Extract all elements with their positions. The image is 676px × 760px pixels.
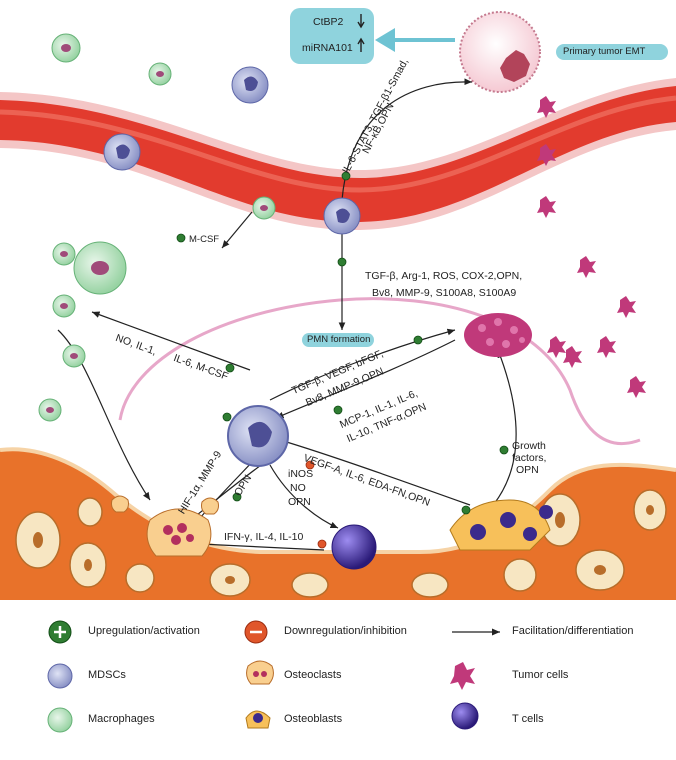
legend-t-cells: T cells <box>512 713 544 725</box>
legend-mdscs: MDSCs <box>88 669 126 681</box>
t-cell <box>331 524 377 570</box>
mcsf-label: M-CSF <box>189 234 220 245</box>
legend-icons <box>47 620 500 733</box>
tgf-line2: Bv8, MMP-9, S100A8, S100A9 <box>372 287 517 299</box>
ifn-label: IFN-γ, IL-4, IL-10 <box>224 531 304 543</box>
growth-line2: factors, <box>512 452 547 464</box>
no-label: NO <box>290 482 306 494</box>
inos-label: iNOS <box>288 468 314 480</box>
mirna101-label: miRNA101 <box>302 42 353 54</box>
legend-osteoclasts: Osteoclasts <box>284 669 342 681</box>
ctbp2-arrows <box>357 14 365 52</box>
macrophage-nuclei <box>46 44 268 413</box>
osteoclast-cells <box>111 495 219 557</box>
pmn-pill <box>302 333 374 347</box>
tumor-cluster <box>464 313 532 357</box>
bone-region <box>0 447 676 600</box>
osteoblast-cells <box>449 499 553 551</box>
arrows <box>57 78 517 551</box>
legend-downregulation: Downregulation/inhibition <box>284 625 407 637</box>
opn2-label: OPN <box>288 496 311 508</box>
legend-osteoblasts: Osteoblasts <box>284 713 343 725</box>
ctbp2-box <box>290 8 374 64</box>
mdsc-cells <box>103 66 361 467</box>
pmn-label: PMN formation <box>307 334 371 345</box>
tissue-membrane <box>118 297 641 446</box>
legend-tumor-cells: Tumor cells <box>512 669 569 681</box>
tgf-line1: TGF-β, Arg-1, ROS, COX-2,OPN, <box>365 270 523 282</box>
growth-line1: Growth <box>512 440 546 452</box>
tumor-cells <box>537 96 646 398</box>
primary-tumor <box>459 11 541 93</box>
growth-line3: OPN <box>516 464 539 476</box>
primary-tumor-label-pill <box>556 44 668 60</box>
legend-upregulation: Upregulation/activation <box>88 625 200 637</box>
legend-facilitation: Facilitation/differentiation <box>512 625 634 637</box>
primary-tumor-label: Primary tumor EMT <box>563 46 646 57</box>
emt-arrow <box>375 28 455 52</box>
legend-macrophages: Macrophages <box>88 713 155 725</box>
upregulation-markers <box>176 171 509 515</box>
ctbp2-label: CtBP2 <box>313 16 344 28</box>
downregulation-markers <box>305 460 327 549</box>
